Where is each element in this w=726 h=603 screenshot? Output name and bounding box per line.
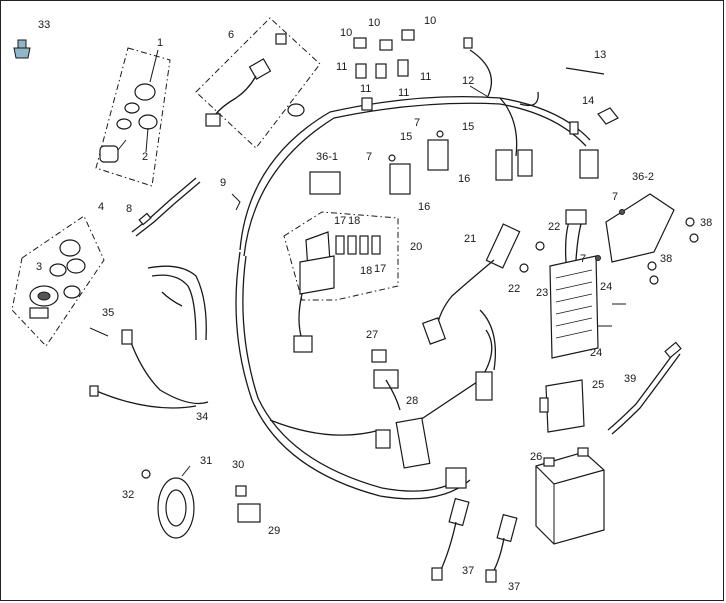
part-6-sensor-group	[195, 17, 321, 149]
callout-24a: 24	[600, 281, 612, 293]
part-36-1-relay	[309, 171, 341, 195]
callout-32: 32	[122, 489, 134, 501]
callout-10a: 10	[340, 27, 352, 39]
callout-29: 29	[268, 525, 280, 537]
callout-4: 4	[98, 201, 104, 213]
part-15-16-relays	[388, 130, 449, 195]
callout-7b: 7	[414, 117, 420, 129]
callout-7c: 7	[612, 191, 618, 203]
part-13-rod	[565, 67, 605, 75]
callout-3: 3	[36, 261, 42, 273]
callout-14: 14	[582, 95, 594, 107]
callout-34: 34	[196, 411, 208, 423]
part-22-bolt-a	[535, 241, 545, 251]
part-8-sensor-cable	[131, 177, 201, 237]
part-36-2-bracket	[595, 193, 699, 285]
callout-33: 33	[38, 19, 50, 31]
callout-37a: 37	[462, 565, 474, 577]
part-25-cdi-unit	[539, 379, 585, 433]
callout-9: 9	[220, 177, 226, 189]
part-27-28-relay	[371, 349, 401, 411]
callout-16a: 16	[418, 201, 430, 213]
callout-10c: 10	[424, 15, 436, 27]
part-35-pin	[89, 327, 109, 337]
callout-11d: 11	[420, 71, 431, 83]
callout-23: 23	[536, 287, 548, 299]
part-29-relay	[237, 503, 261, 523]
callout-26: 26	[530, 451, 542, 463]
callout-2: 2	[142, 151, 148, 163]
callout-17a: 17	[334, 215, 346, 227]
callout-11a: 11	[336, 61, 347, 73]
part-4-switch-group	[11, 215, 105, 347]
callout-20: 20	[410, 241, 422, 253]
callout-36-1: 36-1	[316, 151, 338, 163]
part-14-clip	[597, 107, 619, 125]
callout-22a: 22	[548, 221, 560, 233]
callout-24b: 24	[590, 347, 602, 359]
callout-22b: 22	[508, 283, 520, 295]
part-31-horn	[141, 465, 195, 539]
callout-7d: 7	[580, 253, 586, 265]
callout-30: 30	[232, 459, 244, 471]
part-26-battery	[535, 447, 605, 545]
callout-27: 27	[366, 329, 378, 341]
part-37-connectors	[431, 497, 518, 583]
callout-37b: 37	[508, 581, 520, 593]
part-9-clip	[231, 193, 241, 211]
part-10-11-relays	[353, 29, 415, 79]
callout-21: 21	[464, 233, 476, 245]
part-34-cables	[89, 265, 209, 409]
callout-35: 35	[102, 307, 114, 319]
callout-12: 12	[462, 75, 474, 87]
callout-1: 1	[157, 37, 163, 49]
callout-28: 28	[406, 395, 418, 407]
part-33-bulb	[13, 39, 31, 59]
callout-11b: 11	[360, 83, 371, 95]
callout-38b: 38	[660, 253, 672, 265]
callout-18b: 18	[360, 265, 372, 277]
callout-8: 8	[126, 203, 132, 215]
callout-31: 31	[200, 455, 212, 467]
callout-15a: 15	[400, 131, 412, 143]
callout-10b: 10	[368, 17, 380, 29]
callout-11c: 11	[398, 87, 409, 99]
callout-25: 25	[592, 379, 604, 391]
callout-6: 6	[228, 29, 234, 41]
part-30-relay	[235, 485, 247, 497]
part-12-main-harness	[235, 37, 599, 500]
part-23-rectifier	[549, 209, 599, 359]
callout-18a: 18	[348, 215, 360, 227]
callout-7a: 7	[366, 151, 372, 163]
callout-17b: 17	[374, 263, 386, 275]
callout-15b: 15	[462, 121, 474, 133]
callout-13: 13	[594, 49, 606, 61]
part-1-ignition-switch-group	[95, 47, 171, 187]
callout-39: 39	[624, 373, 636, 385]
callout-16b: 16	[458, 173, 470, 185]
callout-38a: 38	[700, 217, 712, 229]
part-20-fuse-box	[283, 211, 399, 353]
part-21-ignition-coil	[421, 223, 521, 345]
callout-36-2: 36-2	[632, 171, 654, 183]
part-39-cable	[607, 341, 682, 435]
part-22-bolt-b	[519, 263, 529, 273]
